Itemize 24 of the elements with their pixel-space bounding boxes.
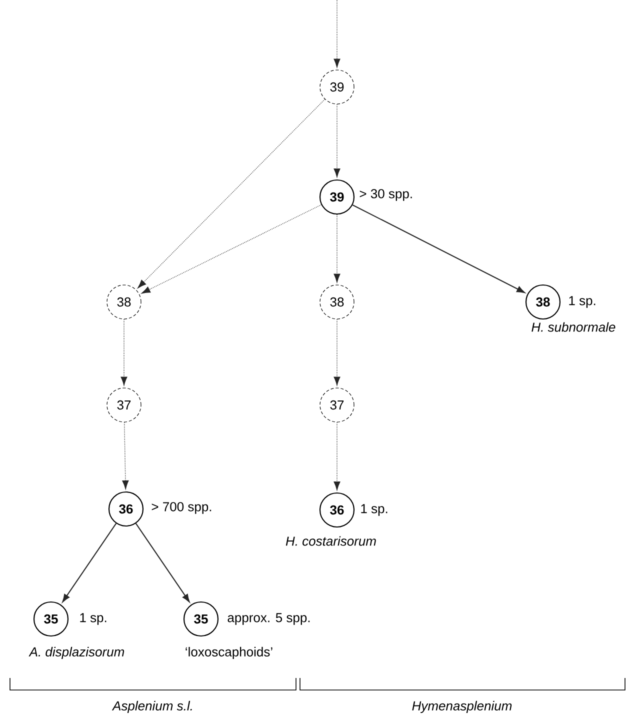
arrow — [138, 98, 326, 288]
species-count: approx. 5 spp. — [228, 613, 310, 625]
clade-label: Asplenium s.l. — [112, 700, 192, 714]
species-count: 1 sp. — [569, 296, 596, 308]
arrow — [334, 0, 340, 68]
arrow — [334, 422, 340, 490]
species-name: H. costarisorum — [286, 536, 376, 546]
arrow — [334, 104, 340, 178]
arrow — [334, 318, 340, 386]
group-name: ‘loxoscaphoids’ — [186, 646, 272, 660]
arrow — [141, 204, 322, 294]
species-count: > 700 spp. — [152, 502, 212, 514]
clade-label: Hymenasplenium — [412, 700, 512, 714]
arrow — [120, 318, 128, 386]
arrow — [334, 214, 340, 282]
arrow — [135, 523, 190, 602]
arrow — [352, 204, 525, 294]
species-count: 1 sp. — [80, 613, 106, 625]
species-count: > 30 spp. — [360, 189, 412, 201]
species-name: A. displazisorum — [28, 646, 124, 660]
arrow — [62, 523, 117, 602]
species-name: H. subnormale — [532, 322, 616, 332]
arrow — [122, 422, 129, 490]
species-count: 1 sp. — [361, 504, 388, 516]
